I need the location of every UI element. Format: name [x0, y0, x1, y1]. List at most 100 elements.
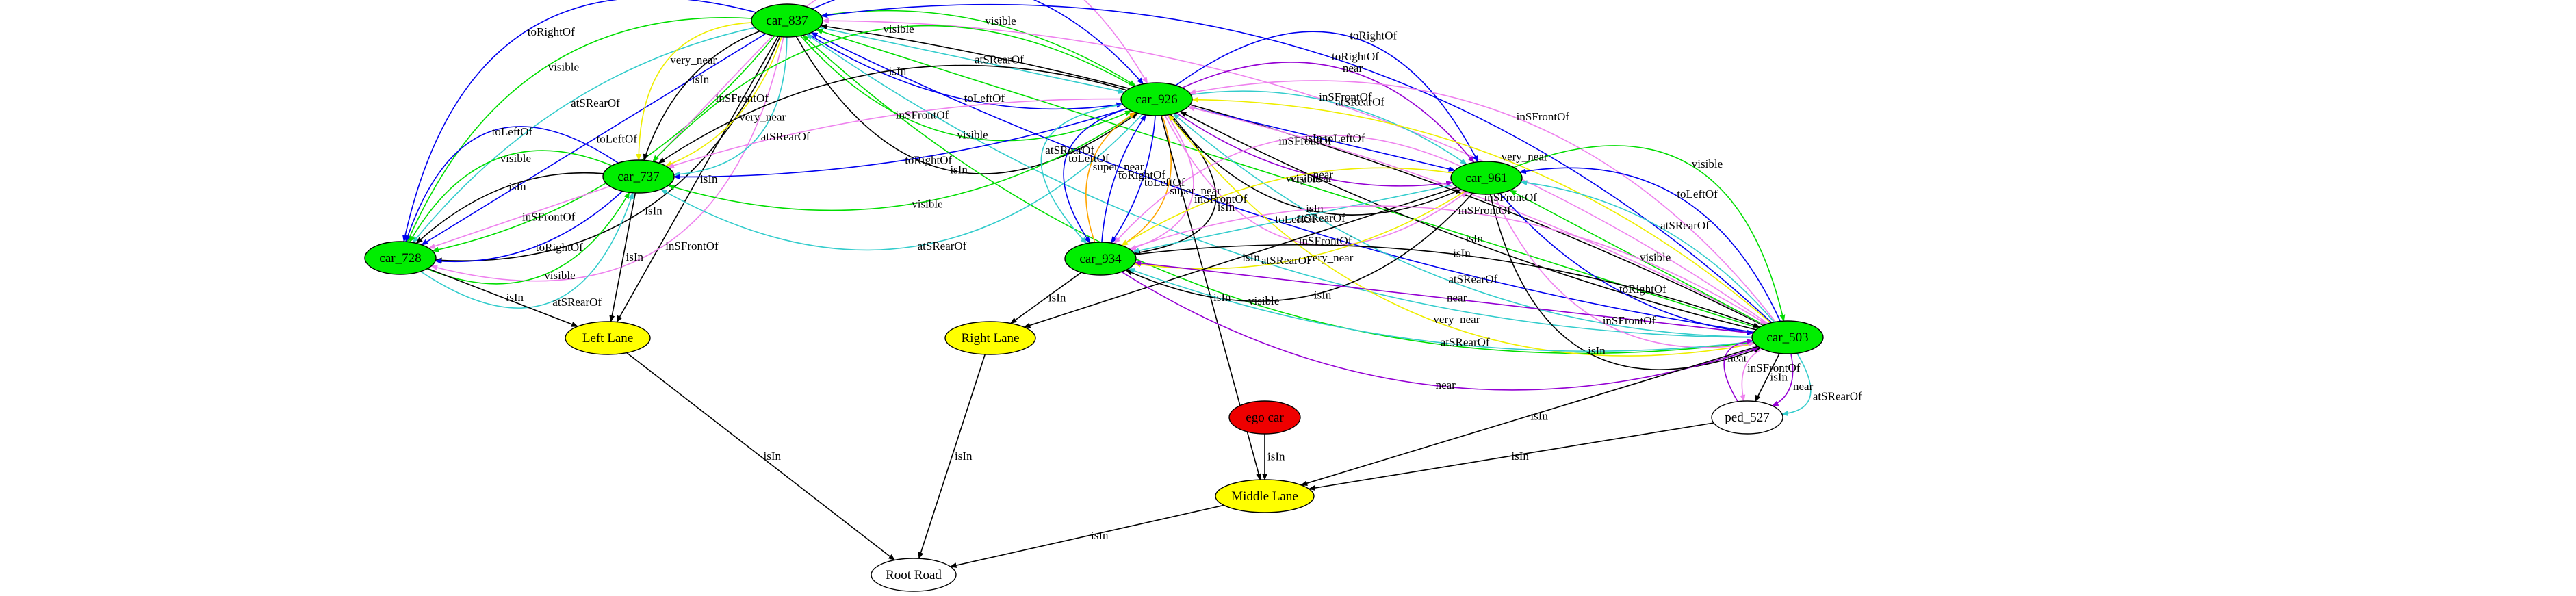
- node-car_961-label: car_961: [1465, 171, 1507, 185]
- edge-car_503-car_926-atSRearOf: [1172, 113, 1753, 338]
- node-middle_lane-label: Middle Lane: [1231, 489, 1298, 504]
- node-car_837-shape: [751, 3, 823, 38]
- edge-car_503-car_926-inSFrontOf: [1187, 105, 1764, 326]
- node-ego: ego car: [1228, 400, 1301, 435]
- edge-car_934-car_503-inSFrontOf: [1129, 205, 1767, 325]
- node-car_926-shape: [1120, 82, 1193, 116]
- edge-car_961-car_934-atSRearOf: [1132, 184, 1454, 254]
- edge-label: toRightOf: [1118, 168, 1165, 181]
- edge-label: near: [1447, 291, 1467, 305]
- edge-car_961-car_934-isIn: [1125, 192, 1473, 302]
- edge-car_837-car_926-atSRearOf: [819, 27, 1125, 94]
- edge-car_934-right_lane-isIn: [1009, 272, 1082, 324]
- edge-label: isIn: [626, 250, 644, 263]
- edge-label: atSRearOf: [1045, 144, 1094, 157]
- node-car_934-label: car_934: [1079, 252, 1122, 266]
- edge-label: atSRearOf: [1261, 254, 1311, 267]
- edge-car_961-car_934-inSFrontOf: [1113, 135, 1462, 244]
- edge-ped_527-car_503-near: [1723, 338, 1754, 402]
- edge-car_837-car_926-toRightOf: [812, 0, 1144, 85]
- edge-car_961-car_503-inSFrontOf: [1493, 194, 1755, 348]
- edge-label: isIn: [1511, 450, 1529, 463]
- edge-label: isIn: [1770, 371, 1788, 384]
- edge-car_737-left_lane-isIn: [609, 192, 636, 323]
- edge-car_934-car_926-super_near: [1085, 112, 1136, 243]
- edge-label: very_near: [1306, 251, 1353, 264]
- edge-label: inSFrontOf: [1194, 192, 1248, 205]
- edge-label: atSRearOf: [1441, 335, 1490, 348]
- edge-label: inSFrontOf: [1603, 314, 1656, 327]
- edge-car_837-car_728-visible: [407, 17, 752, 243]
- edge-label: isIn: [1453, 247, 1471, 260]
- edge-label: isIn: [508, 180, 526, 193]
- edge-car_503-car_926-isIn: [1179, 111, 1757, 331]
- edge-label: very_near: [739, 111, 786, 124]
- edge-label: inSFrontOf: [665, 239, 719, 252]
- edge-car_837-car_728-toLeftOf: [421, 33, 767, 246]
- node-car_926-label: car_926: [1135, 92, 1177, 107]
- edge-car_837-car_926-inSFrontOf: [806, 0, 1148, 84]
- node-car_926: car_926: [1120, 82, 1193, 116]
- edge-car_926-car_934-atSRearOf: [1040, 103, 1123, 244]
- edge-label: isIn: [1267, 450, 1285, 463]
- node-car_737-label: car_737: [617, 170, 659, 184]
- edge-car_926-car_961-inSFrontOf: [1164, 114, 1468, 246]
- edge-label: toRightOf: [905, 154, 952, 167]
- edge-car_503-middle_lane-isIn: [1300, 346, 1758, 487]
- edge-label: isIn: [1218, 200, 1235, 213]
- edge-car_926-car_737-toRightOf: [673, 107, 1128, 180]
- edge-car_926-car_961-toLeftOf: [1188, 106, 1456, 172]
- edge-layer: [402, 0, 1812, 568]
- edge-label: inSFrontOf: [1299, 235, 1352, 248]
- edge-car_926-car_737-inSFrontOf: [667, 98, 1122, 168]
- edge-car_503-car_934-atSRearOf: [1127, 268, 1753, 352]
- edge-label: toLeftOf: [1068, 152, 1109, 165]
- edge-label-layer: isIntoRightOfvisibleatSRearOftoLeftOfvis…: [492, 14, 1862, 542]
- edge-label: near: [1343, 62, 1363, 75]
- node-car_961-shape: [1450, 161, 1523, 195]
- node-ped_527-label: ped_527: [1725, 411, 1769, 425]
- edge-label: isIn: [1213, 291, 1231, 304]
- edge-label: inSFrontOf: [1484, 191, 1538, 204]
- edge-label: isIn: [700, 172, 718, 185]
- edge-car_837-car_728-inSFrontOf: [430, 36, 784, 282]
- edge-label: visible: [957, 128, 988, 141]
- edge-car_934-car_503-isIn: [1135, 244, 1761, 328]
- edge-car_837-car_737-isIn: [643, 30, 760, 161]
- node-right_lane-shape: [944, 321, 1036, 355]
- edge-label: visible: [548, 60, 579, 73]
- node-car_728-label: car_728: [379, 251, 421, 265]
- edge-label: toLeftOf: [597, 133, 638, 146]
- node-car_934: car_934: [1064, 242, 1137, 276]
- edge-label: toLeftOf: [1677, 187, 1718, 200]
- node-ped_527-shape: [1711, 400, 1783, 435]
- edge-car_961-car_503-visible: [1513, 145, 1786, 322]
- node-left_lane-label: Left Lane: [582, 331, 633, 346]
- edge-label: toLeftOf: [492, 125, 533, 138]
- edge-label: isIn: [692, 73, 710, 86]
- node-left_lane-shape: [565, 321, 651, 355]
- node-car_737: car_737: [602, 159, 675, 194]
- edge-label: toRightOf: [1332, 50, 1379, 63]
- edge-left_lane-root_road-isIn: [626, 352, 896, 561]
- edge-label: inSFrontOf: [1458, 204, 1511, 217]
- edge-label: inSFrontOf: [1517, 110, 1570, 123]
- edge-car_503-car_837-atSRearOf: [806, 34, 1753, 338]
- edge-label: inSFrontOf: [522, 211, 576, 224]
- node-car_728-shape: [364, 241, 437, 275]
- edge-car_728-car_737-visible: [426, 192, 630, 285]
- node-car_503-label: car_503: [1766, 331, 1808, 345]
- edge-label: isIn: [1306, 202, 1324, 215]
- edge-label: very_near: [1286, 172, 1332, 185]
- edge-car_503-ped_527-inSFrontOf: [1740, 348, 1763, 402]
- edge-label: isIn: [1466, 232, 1484, 245]
- edge-car_837-car_926-isIn: [795, 36, 1138, 174]
- edge-car_503-car_934-near: [1134, 260, 1753, 334]
- edge-car_926-car_961-near: [1181, 62, 1475, 164]
- node-layer: car_837car_926car_737car_728car_961car_9…: [364, 3, 1824, 592]
- edge-middle_lane-root_road-isIn: [949, 504, 1224, 568]
- edge-car_926-car_934-isIn: [1133, 114, 1217, 255]
- edge-label: inSFrontOf: [896, 108, 949, 121]
- edge-car_503-ped_527-atSRearOf: [1781, 352, 1812, 417]
